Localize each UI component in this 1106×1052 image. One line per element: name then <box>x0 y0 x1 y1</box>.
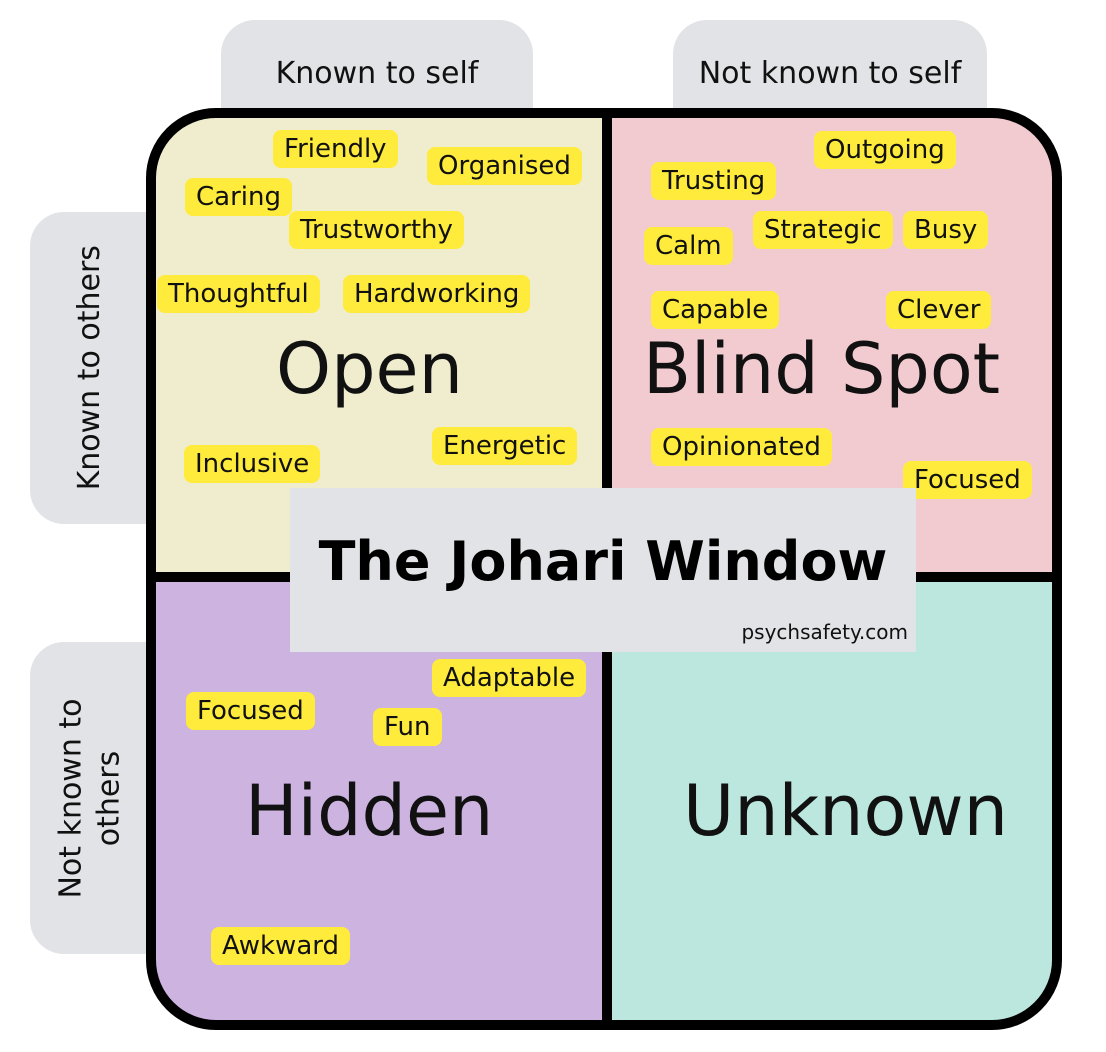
trait-tag: Adaptable <box>432 659 587 697</box>
trait-tag: Opinionated <box>651 428 832 466</box>
trait-tag: Busy <box>903 211 989 249</box>
trait-tag: Energetic <box>432 427 578 465</box>
trait-tag: Strategic <box>753 211 893 249</box>
row-label-line-2: others <box>91 750 127 846</box>
source-site: psychsafety.com <box>741 620 908 644</box>
trait-tag: Focused <box>186 692 315 730</box>
row-label-known-to-others-text: Known to others <box>72 245 108 491</box>
trait-tag: Hardworking <box>343 275 531 313</box>
trait-tag: Caring <box>185 178 292 216</box>
trait-tag: Focused <box>903 461 1032 499</box>
trait-tag: Thoughtful <box>157 275 320 313</box>
row-label-known-to-others: Known to others <box>30 212 150 524</box>
trait-tag: Outgoing <box>814 131 956 169</box>
trait-tag: Fun <box>373 708 442 746</box>
quadrant-unknown-title: Unknown <box>683 770 1008 852</box>
trait-tag: Capable <box>651 291 780 329</box>
trait-tag: Trusting <box>651 162 777 200</box>
row-label-line-1: Not known to <box>53 697 89 899</box>
column-label-not-known-to-self-text: Not known to self <box>698 56 962 91</box>
center-title-box: The Johari Window psychsafety.com <box>290 488 916 652</box>
quadrant-open-title: Open <box>276 328 463 410</box>
trait-tag: Organised <box>427 147 582 185</box>
trait-tag: Awkward <box>211 927 350 965</box>
trait-tag: Calm <box>644 227 733 265</box>
row-label-not-known-to-others-text: Not known to others <box>53 698 128 898</box>
trait-tag: Inclusive <box>184 445 321 483</box>
column-label-known-to-self-text: Known to self <box>275 56 479 91</box>
diagram-title: The Johari Window <box>318 530 888 593</box>
trait-tag: Friendly <box>273 130 398 168</box>
trait-tag: Clever <box>886 291 992 329</box>
trait-tag: Trustworthy <box>289 211 464 249</box>
quadrant-unknown <box>612 582 1052 1020</box>
quadrant-blind-spot-title: Blind Spot <box>643 328 1001 410</box>
quadrant-hidden-title: Hidden <box>245 770 494 852</box>
row-label-not-known-to-others: Not known to others <box>30 642 150 954</box>
